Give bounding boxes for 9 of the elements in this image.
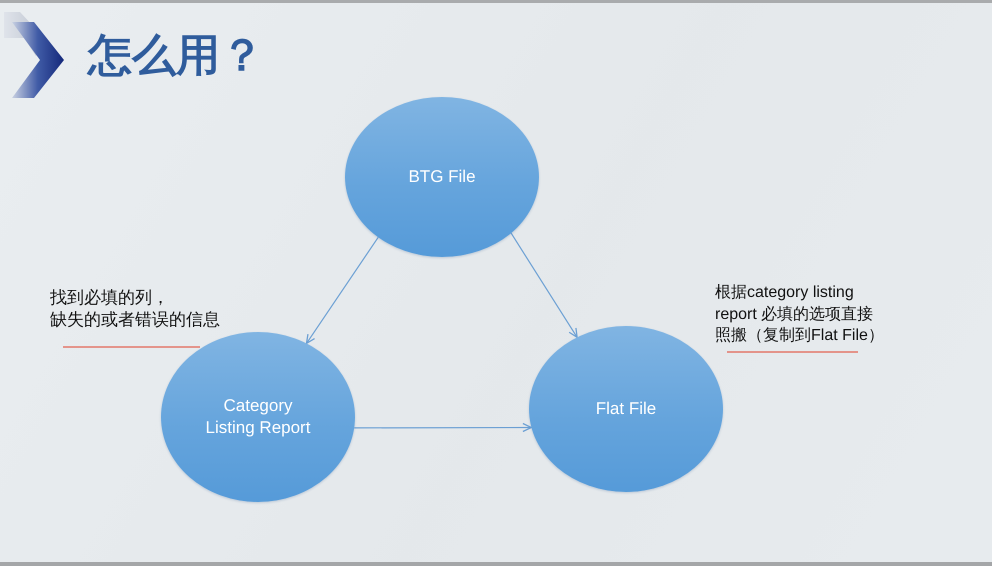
node-label: Category Listing Report [204,395,312,439]
arrow [510,232,578,338]
note-text: 找到必填的列，缺失的或者错误的信息 [50,287,221,331]
slide-title: 怎么用？ [88,30,264,82]
node-label: Flat File [596,398,656,420]
note-text: 根据category listing report 必填的选项直接照搬（复制到Flat File） [715,283,885,346]
arrow [306,236,379,344]
arrow [354,422,532,432]
node-label: BTG File [408,166,476,188]
